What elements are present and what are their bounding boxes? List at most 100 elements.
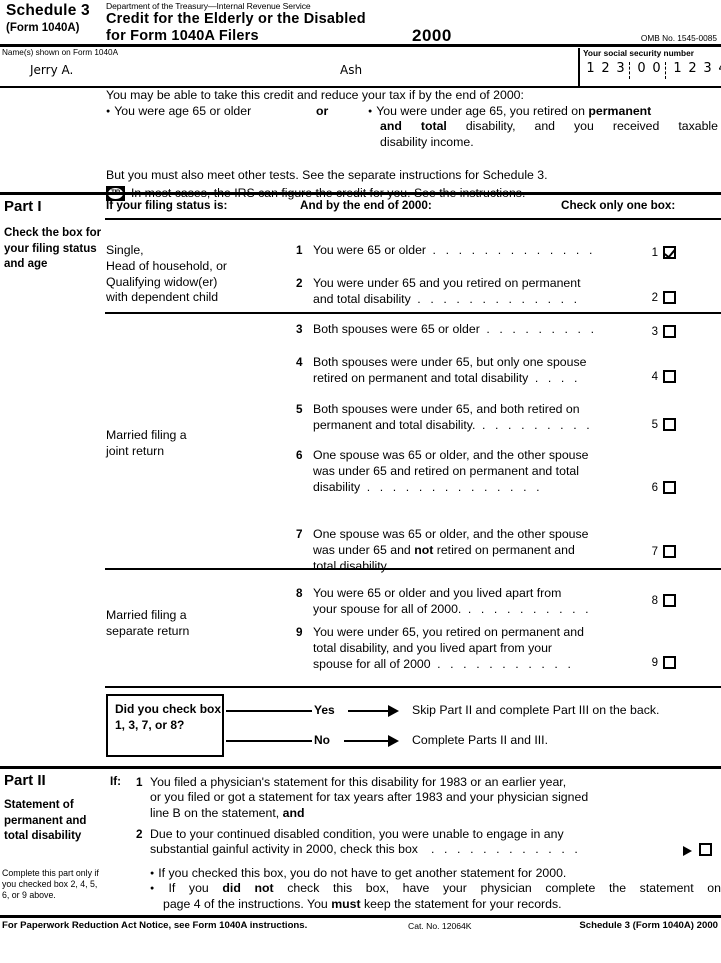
ssn-separator [629, 62, 633, 79]
group-divider-1 [105, 312, 721, 314]
item-number: 1 [296, 244, 303, 257]
flowline-no-right [344, 740, 390, 742]
footer-paperwork-notice: For Paperwork Reduction Act Notice, see … [2, 920, 308, 931]
item-number: 3 [296, 323, 303, 336]
flowline-yes-left [226, 710, 312, 712]
item-line: was under 65 and retired on permanent an… [313, 463, 579, 478]
intro-bullet-right: You were under age 65, you retired on pe… [368, 104, 718, 151]
checkbox-number: 3 [651, 325, 658, 338]
part1-item-row: 2 You were under 65 and you retired on pe… [296, 276, 721, 308]
item-number: 9 [296, 626, 303, 639]
ssn-digit: 1 [673, 61, 682, 76]
leader-dots: . . . . . . . . . . . . . . [360, 479, 543, 494]
intro-bullet-left: You were age 65 or older [106, 104, 316, 120]
arrow-yes-icon [388, 705, 399, 717]
item-line: disability . . . . . . . . . . . . . . [313, 479, 543, 494]
checkbox-number: 6 [651, 481, 658, 494]
item-line: You were under 65, you retired on perman… [313, 625, 584, 639]
part1-col-header-condition: And by the end of 2000: [300, 199, 432, 212]
checkbox-group-9[interactable]: 9 [648, 656, 676, 669]
part2-subtitle: Statement of permanent and total disabil… [4, 799, 87, 842]
leader-dots: . . . . . . . . . . . . . [386, 558, 557, 573]
group-divider-3 [105, 686, 721, 688]
part2-item1-line1: You filed a physician's statement for th… [150, 775, 567, 789]
item-text: You were 65 or older . . . . . . . . . .… [313, 243, 721, 259]
checkbox-2[interactable] [663, 291, 676, 304]
part2-item2-line2: substantial gainful activity in 2000, ch… [150, 842, 418, 857]
item-line: You were under 65 and you retired on per… [313, 276, 581, 290]
tax-year: 2000 [412, 26, 452, 45]
header-rule [0, 44, 721, 47]
last-name-value[interactable]: Ash [340, 63, 363, 77]
checkbox-5[interactable] [663, 418, 676, 431]
ssn-separator [665, 62, 669, 79]
item-text: Both spouses were 65 or older . . . . . … [313, 322, 721, 338]
part2-item1-line3a: line B on the statement, [150, 805, 283, 820]
ssn-digit: 1 [586, 61, 595, 76]
ssn-field[interactable]: Your social security number 123001234 [578, 48, 721, 86]
checkbox-8[interactable] [663, 594, 676, 607]
checkbox-group-6[interactable]: 6 [648, 481, 676, 494]
checkbox-group-4[interactable]: 4 [648, 370, 676, 383]
item-line: One spouse was 65 or older, and the othe… [313, 527, 589, 541]
omb-number: OMB No. 1545-0085 [640, 33, 717, 43]
item-number: 8 [296, 587, 303, 600]
form-title-line2: for Form 1040A Filers [106, 28, 259, 44]
intro-right-l1b: permanent [588, 103, 652, 118]
decision-no-text: Complete Parts II and III. [412, 733, 549, 747]
checkbox-number: 5 [651, 418, 658, 431]
checkbox-number: 9 [651, 656, 658, 669]
part1-col-header-rule [105, 218, 721, 220]
checkbox-9[interactable] [663, 656, 676, 669]
checkbox-1[interactable] [663, 246, 676, 259]
item-text: You were 65 or older and you lived apart… [313, 586, 721, 618]
checkbox-4[interactable] [663, 370, 676, 383]
ssn-digit: 2 [601, 61, 610, 76]
form-title-line1: Credit for the Elderly or the Disabled [106, 11, 366, 27]
item-line: spouse for all of 2000 . . . . . . . . .… [313, 656, 574, 671]
item-number: 2 [296, 277, 303, 290]
checkbox-group-5[interactable]: 5 [648, 418, 676, 431]
decision-yes-label: Yes [314, 703, 335, 717]
checkbox-3[interactable] [663, 325, 676, 338]
decision-yes-text: Skip Part II and complete Part III on th… [412, 703, 660, 717]
part2-item1-line2: or you filed or got a statement for tax … [150, 790, 589, 805]
part2-item-2: 2 Due to your continued disabled conditi… [136, 827, 721, 858]
leader-dots: . . . . . . . . . [475, 417, 593, 432]
ssn-digit: 0 [652, 61, 661, 76]
checkbox-6[interactable] [663, 481, 676, 494]
intro-right-l3: disability income. [380, 134, 474, 149]
footer-rule [0, 915, 721, 918]
leader-dots: . . . . . . . . . . . [430, 656, 574, 671]
first-name-value[interactable]: Jerry A. [30, 63, 74, 77]
part2-checkbox[interactable] [699, 843, 712, 856]
leader-dots: . . . . . . . . . . . . . [426, 243, 596, 257]
part2-bullet2-b: did not [222, 881, 274, 896]
ssn-digit: 2 [688, 61, 697, 76]
checkbox-group-8[interactable]: 8 [648, 594, 676, 607]
part1-col-header-checkbox: Check only one box: [561, 199, 676, 212]
checkbox-group-7[interactable]: 7 [648, 545, 676, 558]
checkbox-group-1[interactable]: 1 [648, 246, 676, 259]
part1-subtitle: Check the box for your filing status and… [4, 227, 102, 270]
part1-col-header-status: If your filing status is: [106, 199, 228, 212]
checkbox-7[interactable] [663, 545, 676, 558]
checkbox-group-3[interactable]: 3 [648, 325, 676, 338]
item-line: and total disability . . . . . . . . . .… [313, 291, 581, 306]
item-text: Both spouses were under 65, and both ret… [313, 402, 721, 434]
ssn-label: Your social security number [583, 48, 694, 58]
checkbox-group-2[interactable]: 2 [648, 291, 676, 304]
checkbox-number: 1 [651, 246, 658, 259]
emphasis-not: not [414, 542, 434, 557]
part1-top-rule [0, 192, 721, 195]
item-number: 6 [296, 449, 303, 462]
part2-item1-num: 1 [136, 776, 143, 789]
ssn-digits[interactable]: 123001234 [583, 61, 721, 79]
